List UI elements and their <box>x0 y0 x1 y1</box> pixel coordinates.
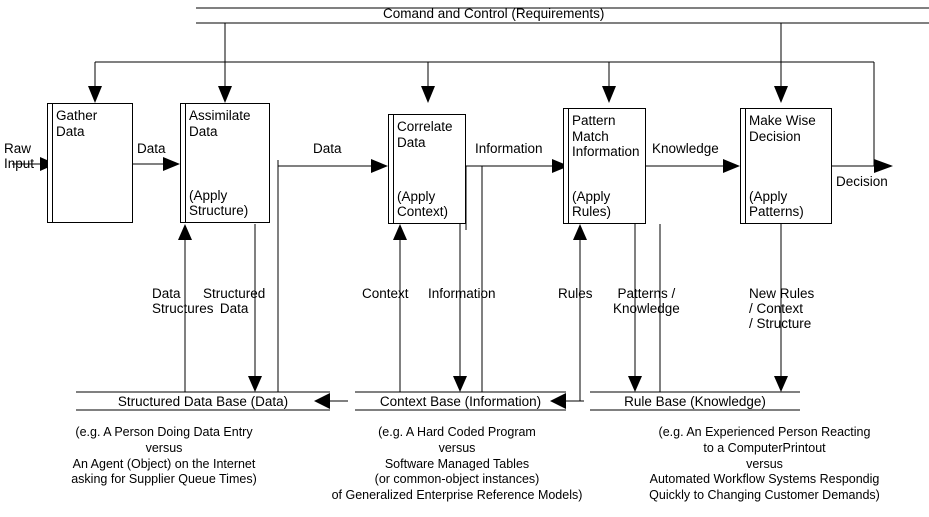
store-flow-label-information: Information <box>428 286 496 301</box>
store-label-structured-data-base[interactable]: Structured Data Base (Data) <box>117 394 289 409</box>
flow-information-route <box>465 165 552 230</box>
flow-data2-arrowhead <box>371 159 388 173</box>
process-sub-pattern-match-information: (Apply Rules) <box>572 188 612 220</box>
riser-data-structures-arrowhead <box>178 224 192 240</box>
control-arrowhead-gather <box>88 86 102 103</box>
control-arrowhead-assimilate <box>218 86 232 103</box>
process-label-assimilate-data: Assimilate Data <box>189 108 251 139</box>
store-flow-label-context: Context <box>362 286 409 301</box>
store-link-arrowhead-context <box>550 393 566 409</box>
control-arrowhead-correlate <box>421 86 435 103</box>
process-box-gather-data[interactable]: Gather Data <box>47 103 133 223</box>
process-box-pattern-match-information[interactable]: Pattern Match Information (Apply Rules) <box>563 108 646 224</box>
flow-label-information: Information <box>475 141 543 156</box>
flow-decision-arrowhead <box>874 159 893 173</box>
process-sub-assimilate-data: (Apply Structure) <box>189 187 249 219</box>
flow-label-knowledge: Knowledge <box>652 141 719 156</box>
flow-label-data-2: Data <box>313 141 342 156</box>
process-sub-correlate-data: (Apply Context) <box>397 188 449 220</box>
riser-patterns-knowledge-arrowhead <box>628 376 642 392</box>
riser-structured-data-arrowhead <box>248 376 262 392</box>
flow-gather-assimilate-arrowhead <box>163 157 180 171</box>
box-inner-rule <box>52 104 53 222</box>
box-inner-rule <box>745 109 746 223</box>
caption-context-example: (e.g. A Hard Coded Program versus Softwa… <box>331 425 583 502</box>
store-flow-label-rules: Rules <box>558 286 593 301</box>
box-inner-rule <box>568 109 569 223</box>
flow-information-arrowhead <box>552 159 569 173</box>
process-box-correlate-data[interactable]: Correlate Data (Apply Context) <box>388 114 466 224</box>
flow-label-decision: Decision <box>836 174 888 189</box>
box-inner-rule <box>185 104 186 222</box>
store-flow-label-data-structures: Data Structures <box>152 286 214 317</box>
box-inner-rule <box>393 115 394 223</box>
process-label-correlate-data: Correlate Data <box>397 119 453 150</box>
caption-knowledge-example: (e.g. An Experienced Person Reacting to … <box>649 425 880 502</box>
riser-new-rules-arrowhead <box>774 376 788 392</box>
process-label-gather-data: Gather Data <box>56 108 98 139</box>
riser-rules-arrowhead <box>573 224 587 240</box>
store-label-rule-base[interactable]: Rule Base (Knowledge) <box>624 394 766 409</box>
control-arrowhead-decision <box>774 86 788 103</box>
flow-label-raw-input: Raw Input <box>4 141 35 172</box>
process-box-make-wise-decision[interactable]: Make Wise Decision (Apply Patterns) <box>740 108 832 224</box>
control-arrowhead-pattern <box>602 86 616 103</box>
store-flow-label-patterns-knowledge: Patterns / Knowledge <box>613 286 680 317</box>
flow-knowledge-arrowhead <box>723 159 740 173</box>
store-link-arrowhead-structured <box>314 393 330 409</box>
store-flow-label-new-rules: New Rules / Context / Structure <box>749 286 815 332</box>
process-box-assimilate-data[interactable]: Assimilate Data (Apply Structure) <box>180 103 270 223</box>
process-sub-make-wise-decision: (Apply Patterns) <box>749 188 804 220</box>
riser-information-arrowhead <box>453 376 467 392</box>
process-label-make-wise-decision: Make Wise Decision <box>749 113 816 144</box>
command-control-label: Comand and Control (Requirements) <box>383 6 605 21</box>
store-label-context-base[interactable]: Context Base (Information) <box>379 394 542 409</box>
flow-label-data-1: Data <box>137 141 166 156</box>
flow-data2-route <box>277 165 371 230</box>
process-label-pattern-match-information: Pattern Match Information <box>572 113 640 160</box>
store-flow-label-structured-data: Structured Data <box>203 286 266 317</box>
caption-data-example: (e.g. A Person Doing Data Entry versus A… <box>71 425 257 487</box>
riser-context-arrowhead <box>393 224 407 240</box>
